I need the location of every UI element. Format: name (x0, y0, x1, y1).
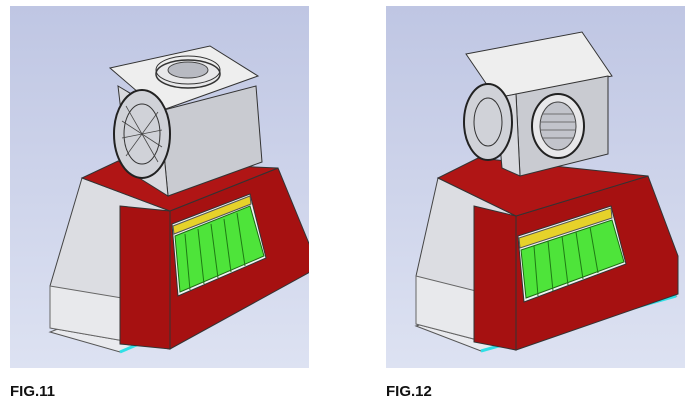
fig12-illustration (386, 6, 685, 368)
figure-11-caption: FIG.11 (10, 383, 56, 400)
figure-12-caption: FIG.12 (386, 383, 432, 400)
range-hood-blower-raised-drawing (48, 45, 309, 354)
fig11-illustration (10, 6, 309, 368)
range-hood-blower-rotated-drawing (414, 31, 679, 353)
